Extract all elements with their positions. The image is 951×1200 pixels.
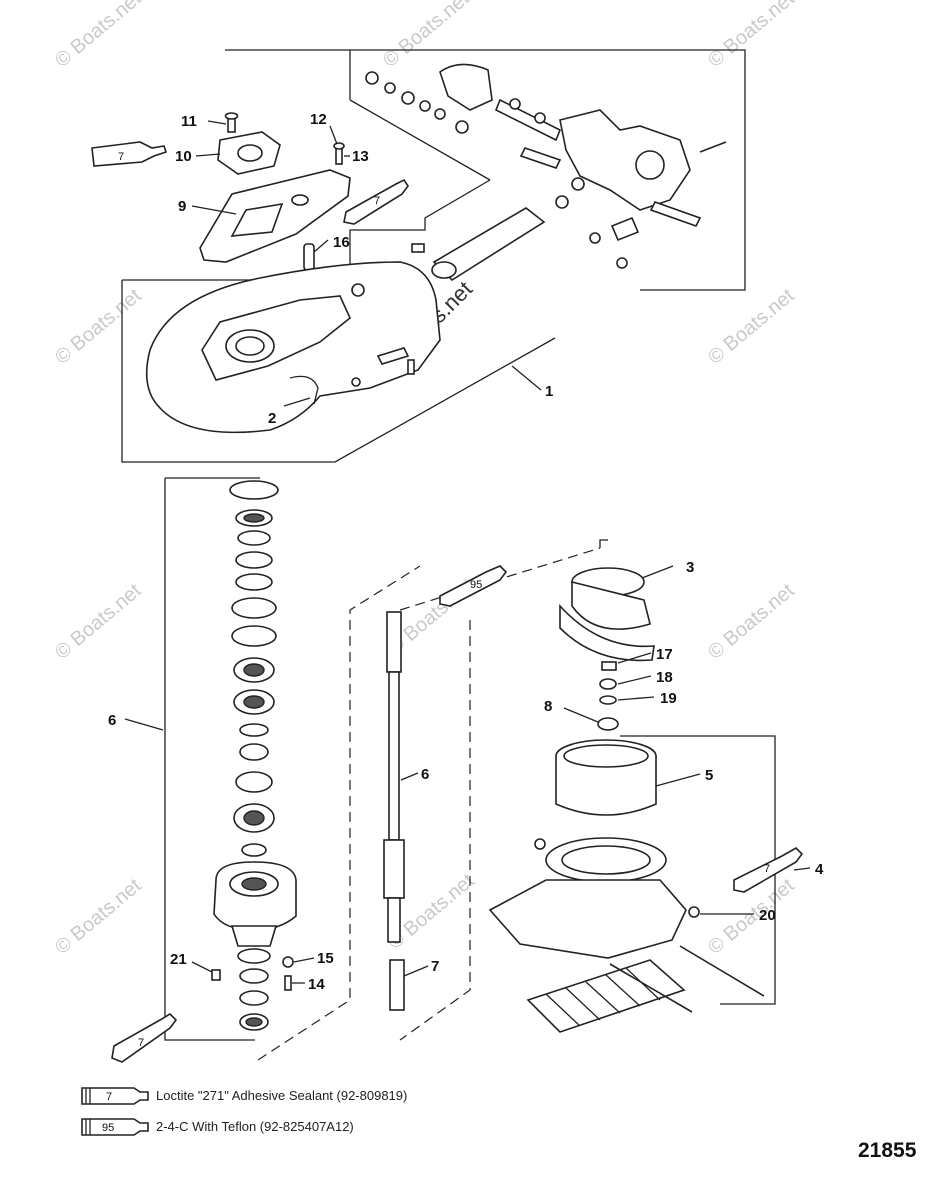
callout-20: 20 — [759, 907, 776, 924]
callout-3: 3 — [686, 559, 694, 576]
sealant-tube: 7 — [733, 847, 804, 893]
drive-shaft — [383, 611, 405, 1011]
watermarks: © Boats.net © Boats.net © Boats.net © Bo… — [51, 0, 799, 959]
watermark: © Boats.net — [51, 579, 146, 663]
pump-housing-group — [121, 179, 556, 463]
callout-11: 11 — [181, 113, 197, 130]
sealant-tube: 7 — [111, 1012, 178, 1063]
impeller-hardware — [597, 661, 619, 731]
screw-11 — [224, 112, 239, 133]
wear-ring — [555, 739, 657, 816]
tube-label: 7 — [764, 863, 770, 875]
watermark: © Boats.net — [704, 284, 799, 368]
linkage-hardware — [365, 63, 727, 269]
fitting-16 — [303, 243, 315, 271]
flange-10 — [217, 131, 281, 175]
legend-text: 2-4-C With Teflon (92-825407A12) — [156, 1119, 354, 1134]
legend-code: 95 — [102, 1122, 114, 1134]
callout-2: 2 — [268, 410, 276, 427]
legend-text: Loctite "271" Adhesive Sealant (92-80981… — [156, 1088, 407, 1103]
callout-13: 13 — [352, 148, 369, 165]
callout-18: 18 — [656, 669, 673, 686]
callout-6: 6 — [108, 712, 116, 729]
impeller-group: 7 — [488, 539, 804, 1033]
nozzle-housing — [488, 837, 687, 959]
legend-item-loctite: 7 Loctite "271" Adhesive Sealant (92-809… — [81, 1087, 407, 1105]
tube-label: 7 — [138, 1037, 144, 1049]
tube-label: 95 — [470, 579, 482, 591]
steering-linkage-group — [349, 49, 746, 291]
callout-16: 16 — [333, 234, 350, 251]
callout-15: 15 — [317, 950, 334, 967]
callout-12: 12 — [310, 111, 327, 128]
plate-9 — [199, 169, 351, 263]
figure-number: 21855 — [858, 1139, 917, 1162]
watermark: © Boats.net — [379, 0, 474, 72]
callout-10: 10 — [175, 148, 192, 165]
sealant-tube: 7 — [343, 178, 409, 225]
bolt-12 — [333, 142, 345, 165]
callout-9: 9 — [178, 198, 186, 215]
callout-7: 7 — [431, 958, 439, 975]
top-plate-group: 7 7 — [91, 49, 409, 271]
callout-4: 4 — [815, 861, 824, 878]
tube-label: 7 — [118, 151, 124, 163]
callout-5: 5 — [705, 767, 713, 784]
tube-label: 7 — [374, 195, 380, 207]
watermark: © Boats.net — [704, 579, 799, 663]
watermark: © Boats.net — [51, 284, 146, 368]
callout-6: 6 — [421, 766, 429, 783]
sealant-tube: 7 — [91, 141, 168, 167]
grate — [526, 959, 686, 1033]
lubricant-tube: 95 — [439, 565, 508, 607]
watermark: © Boats.net — [51, 874, 146, 958]
leader-lines — [124, 120, 811, 984]
impeller — [559, 567, 655, 662]
seal-rings — [229, 480, 279, 857]
legend-code: 7 — [106, 1091, 112, 1103]
bearing-stack-group: 7 — [111, 477, 421, 1063]
callout-14: 14 — [308, 976, 325, 993]
callout-17: 17 — [656, 646, 673, 663]
callout-8: 8 — [544, 698, 552, 715]
watermark: © Boats.net — [704, 0, 799, 72]
watermark: © Boats.net — [51, 0, 146, 72]
callout-1: 1 — [545, 383, 553, 400]
legend-item-2-4-c: 95 2-4-C With Teflon (92-825407A12) — [81, 1118, 354, 1136]
callout-labels: 11 10 9 12 13 16 1 2 3 17 18 19 8 5 6 6 … — [108, 111, 824, 993]
drive-shaft-group: 95 — [383, 547, 601, 1041]
legend: 7 Loctite "271" Adhesive Sealant (92-809… — [81, 1087, 407, 1136]
lower-rings — [237, 948, 271, 1031]
bearing-housing — [213, 861, 297, 947]
callout-19: 19 — [660, 690, 677, 707]
callout-21: 21 — [170, 951, 187, 968]
